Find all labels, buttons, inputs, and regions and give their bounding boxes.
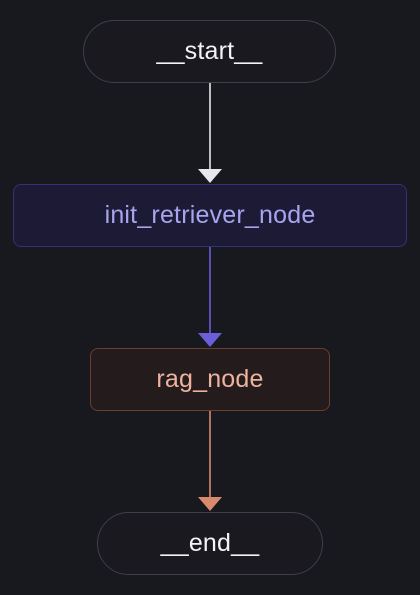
arrowhead: [198, 497, 222, 511]
start-node-label: __start__: [156, 37, 263, 65]
end-node[interactable]: __end__: [97, 512, 323, 575]
edge-start-to-init: [198, 83, 222, 183]
edge-init-to-rag: [198, 247, 222, 347]
rag-node-label: rag_node: [156, 365, 264, 393]
edge-rag-to-end: [198, 411, 222, 511]
start-node[interactable]: __start__: [83, 20, 336, 83]
init-retriever-node-label: init_retriever_node: [104, 201, 316, 229]
init-retriever-node[interactable]: init_retriever_node: [13, 184, 407, 247]
arrowhead: [198, 333, 222, 347]
arrowhead: [198, 169, 222, 183]
rag-node[interactable]: rag_node: [90, 348, 330, 411]
end-node-label: __end__: [160, 529, 260, 557]
